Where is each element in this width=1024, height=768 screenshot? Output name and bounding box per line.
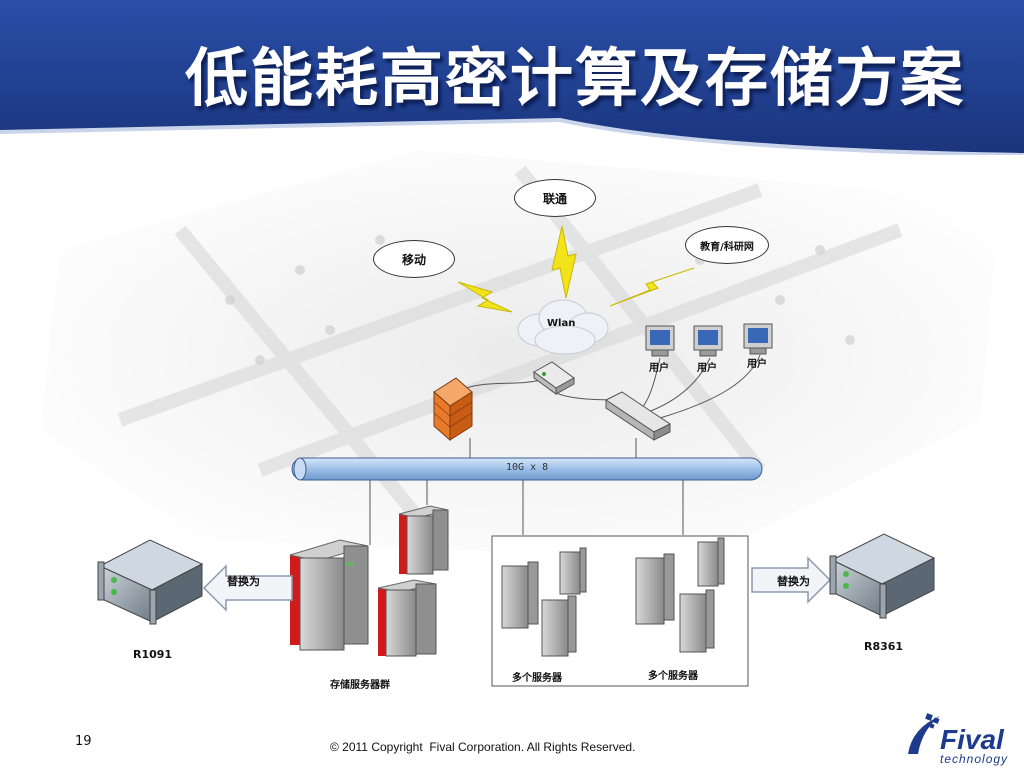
wlan-label: Wlan xyxy=(547,318,576,329)
multi-server-label-2: 多个服务器 xyxy=(648,671,698,682)
user-computer-icon-2 xyxy=(693,325,723,357)
replace-right-label: 替换为 xyxy=(777,575,810,588)
tower-server-icon-4 xyxy=(635,553,675,625)
bubble-edu: 教育/科研网 xyxy=(685,226,769,264)
user-computer-icon-1 xyxy=(645,325,675,357)
router-icon xyxy=(533,361,575,395)
tower-server-icon-2 xyxy=(559,547,587,595)
wlan-cloud-icon xyxy=(517,299,609,355)
switch-icon xyxy=(605,391,671,441)
bubble-mobile: 移动 xyxy=(373,240,455,278)
bus-bandwidth-label: 10G x 8 xyxy=(506,462,549,473)
user-label-2: 用户 xyxy=(697,363,717,374)
user-computer-icon-3 xyxy=(743,323,773,355)
user-label-3: 用户 xyxy=(747,359,767,370)
page-number: 19 xyxy=(75,734,92,749)
copyright-text: © 2011 Copyright Fival Corporation. All … xyxy=(330,740,636,754)
replace-arrow-left xyxy=(202,564,293,612)
rack-server-r8361 xyxy=(829,533,936,619)
tower-server-icon-3 xyxy=(541,595,577,657)
user-label-1: 用户 xyxy=(649,363,669,374)
multi-server-label-1: 多个服务器 xyxy=(512,673,562,684)
lightning-edu xyxy=(609,267,695,307)
fival-logo-mark-icon xyxy=(908,713,940,754)
tower-server-icon-6 xyxy=(679,589,715,653)
fival-logo: Fival technology xyxy=(900,706,1020,766)
storage-server-bottom xyxy=(377,579,437,657)
logo-tagline: technology xyxy=(940,752,1009,766)
storage-group-label: 存储服务器群 xyxy=(330,680,390,691)
logo-name: Fival xyxy=(940,724,1004,755)
replace-arrow-right xyxy=(751,556,832,604)
slide-title: 低能耗高密计算及存储方案 xyxy=(185,42,965,115)
rack-server-r1091 xyxy=(97,539,204,625)
header-banner xyxy=(0,0,1024,155)
replace-left-label: 替换为 xyxy=(227,575,260,588)
firewall-icon xyxy=(433,377,473,442)
lightning-unicom xyxy=(551,225,577,299)
lightning-mobile xyxy=(457,281,513,313)
tower-server-icon-5 xyxy=(697,537,725,587)
tower-server-icon-1 xyxy=(501,561,539,629)
storage-server-top xyxy=(398,505,449,575)
model-label-r1091: R1091 xyxy=(133,648,173,661)
model-label-r8361: R8361 xyxy=(864,640,904,653)
storage-server-large xyxy=(289,539,369,651)
bubble-unicom: 联通 xyxy=(514,179,596,217)
backbone-bus xyxy=(291,457,763,481)
